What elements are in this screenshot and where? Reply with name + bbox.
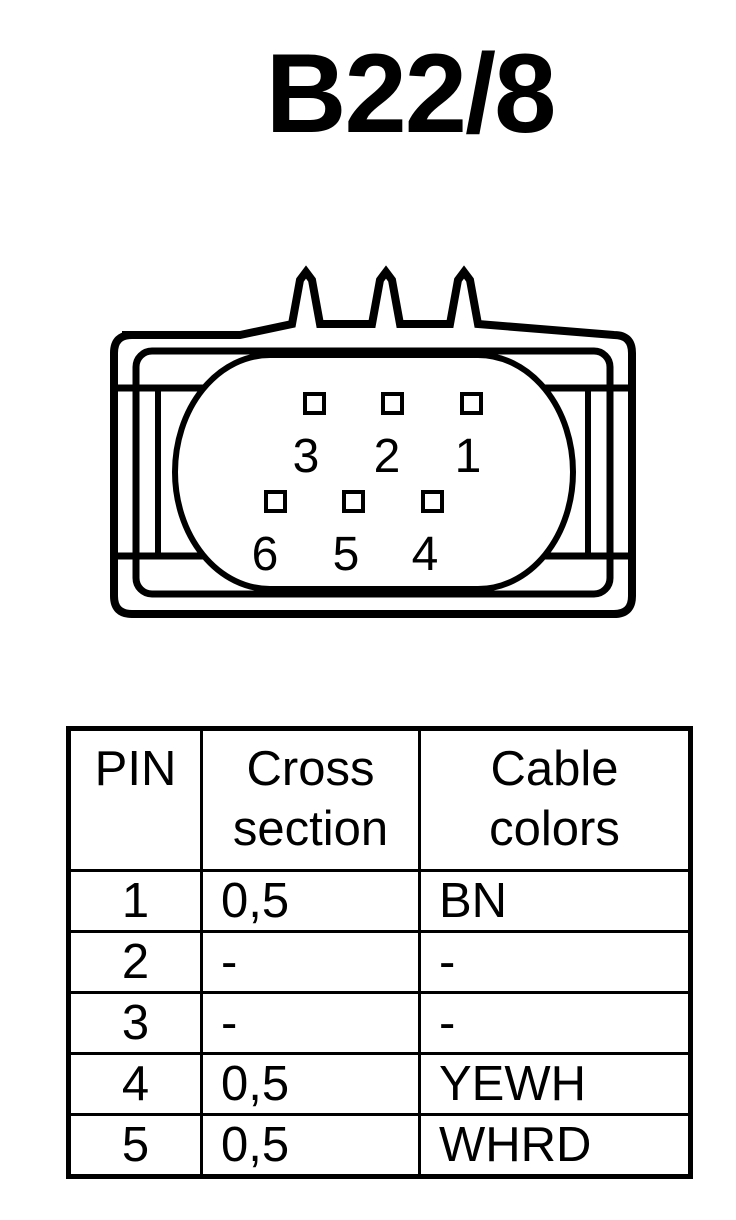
table-row: 2 - - [67, 930, 692, 994]
cell-cable-color: WHRD [418, 1113, 692, 1178]
pin-contact-1 [460, 392, 483, 415]
pin-label-2: 2 [374, 430, 401, 483]
pin-label-6: 6 [252, 528, 279, 581]
cell-cross-section: 0,5 [200, 1113, 421, 1178]
pin-contact-4 [421, 490, 444, 513]
pin-assignment-table: PIN Cross section Cable colors 1 0,5 BN … [66, 726, 693, 1179]
cell-cable-color: YEWH [418, 1052, 692, 1116]
header-cross-line2: section [232, 802, 389, 856]
pin-contact-6 [264, 490, 287, 513]
table-row: 4 0,5 YEWH [67, 1052, 692, 1116]
table-row: 3 - - [67, 991, 692, 1055]
pin-contact-2 [381, 392, 404, 415]
pin-contact-3 [303, 392, 326, 415]
cell-cable-color: - [418, 930, 692, 994]
table-row: 1 0,5 BN [67, 869, 692, 933]
cell-cross-section: - [200, 930, 421, 994]
header-pin: PIN [67, 727, 203, 872]
connector-inner-frame [132, 347, 614, 598]
header-cable-colors: Cable colors [418, 727, 692, 872]
cell-cross-section: - [200, 991, 421, 1055]
connector-diagram: 3 2 1 6 5 4 [110, 265, 636, 618]
header-color-line1: Cable [490, 742, 619, 796]
cell-cable-color: BN [418, 869, 692, 933]
cell-pin: 3 [67, 991, 203, 1055]
table-header-row: PIN Cross section Cable colors [67, 727, 692, 872]
cell-pin: 1 [67, 869, 203, 933]
connector-title: B22/8 [265, 31, 557, 156]
cell-pin: 5 [67, 1113, 203, 1178]
table-row: 5 0,5 WHRD [67, 1113, 692, 1178]
pin-label-3: 3 [293, 430, 320, 483]
cell-pin: 4 [67, 1052, 203, 1116]
pin-label-4: 4 [412, 528, 439, 581]
header-cross-line1: Cross [246, 742, 375, 796]
pin-label-5: 5 [333, 528, 360, 581]
cell-cable-color: - [418, 991, 692, 1055]
pin-label-1: 1 [455, 430, 482, 483]
cell-cross-section: 0,5 [200, 869, 421, 933]
pin-contact-5 [342, 490, 365, 513]
header-color-line2: colors [489, 802, 620, 856]
header-pin-label: PIN [94, 742, 177, 796]
cell-cross-section: 0,5 [200, 1052, 421, 1116]
header-cross-section: Cross section [200, 727, 421, 872]
cell-pin: 2 [67, 930, 203, 994]
connector-housing-outline [110, 265, 636, 618]
